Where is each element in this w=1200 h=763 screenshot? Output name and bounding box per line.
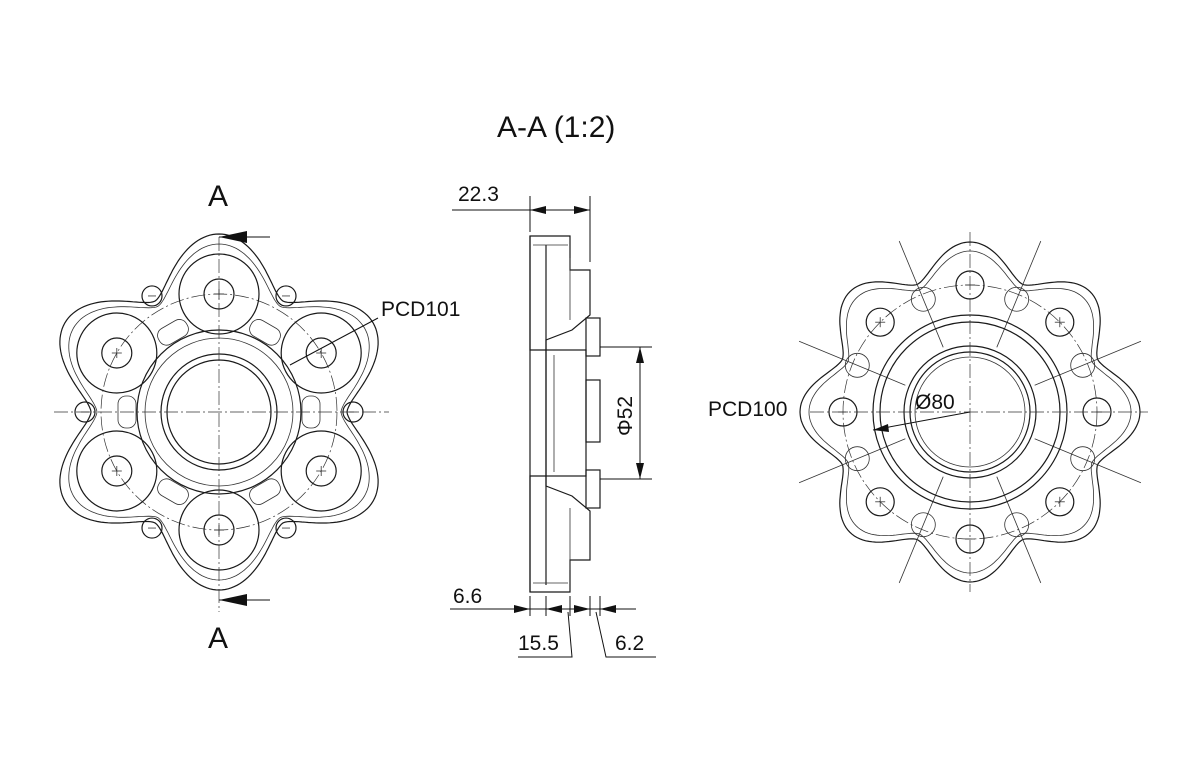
dim-phi52-label: Φ52 (614, 396, 637, 436)
ray-1 (1034, 340, 1142, 386)
section-flange-upper (529, 235, 591, 351)
rear-aux-hole-3 (1004, 512, 1030, 538)
dim-52-arrow-bottom (636, 463, 644, 479)
dim-22-arrow-left (530, 206, 546, 214)
ray-0 (996, 240, 1042, 348)
ray-4 (898, 476, 944, 584)
left-front-view (54, 233, 389, 612)
dim-52-arrow-top (636, 347, 644, 363)
dia80-arrow (873, 424, 889, 432)
dim-22-3-label: 22.3 (458, 183, 499, 206)
rear-aux-hole-7 (910, 286, 936, 312)
lobe-hole-2 (305, 455, 337, 487)
pcd101-leader (289, 317, 379, 366)
section-mark-top: A (208, 180, 228, 213)
pcd101-label: PCD101 (381, 298, 460, 321)
right-flange-outline (799, 241, 1141, 583)
ray-5 (798, 438, 906, 484)
rear-aux-hole-5 (844, 446, 870, 472)
section-boss-top (585, 317, 601, 357)
rear-aux-hole-4 (910, 512, 936, 538)
left-lobe-holes (76, 253, 362, 571)
ray-2 (1034, 438, 1142, 484)
lobe-hole-5 (101, 337, 133, 369)
ray-6 (798, 340, 906, 386)
section-title: A-A (1:2) (497, 111, 615, 144)
dim-22-arrow-right (574, 206, 590, 214)
lobe-hole-4 (101, 455, 133, 487)
dim-66-arrow-right (546, 605, 562, 613)
rear-aux-hole-0 (1004, 286, 1030, 312)
left-flange-inner-outline (68, 243, 370, 581)
rear-hole-1 (1045, 307, 1075, 337)
dim-6-6-label: 6.6 (453, 585, 482, 608)
pcd100-label: PCD100 (708, 398, 787, 421)
dim-6-2-label: 6.2 (615, 632, 644, 655)
section-arrow-bottom (219, 594, 247, 606)
dim-62-arrow-left (574, 605, 590, 613)
dim-6-2-leader (595, 611, 656, 658)
rear-aux-hole-2 (1070, 446, 1096, 472)
right-rear-view (798, 232, 1148, 592)
dia80-label: Ø80 (915, 391, 955, 414)
dim-15-5-label: 15.5 (518, 632, 559, 655)
section-view: 22.3 Φ52 6.6 15.5 6.2 (450, 183, 656, 658)
section-flange-lower (529, 475, 591, 593)
rear-hole-7 (865, 307, 895, 337)
rear-aux-hole-6 (844, 352, 870, 378)
rear-hole-3 (1045, 487, 1075, 517)
small-hole-2 (275, 517, 297, 539)
dim-62-arrow-right (600, 605, 616, 613)
dim-66-arrow-left (514, 605, 530, 613)
dim-15-5-leader (518, 611, 573, 658)
slot-2 (249, 478, 281, 505)
small-hole-3 (141, 517, 163, 539)
section-arrow-top (219, 231, 247, 243)
small-hole-5 (141, 285, 163, 307)
left-flange-outline (59, 233, 379, 591)
slot-4 (117, 395, 137, 429)
right-flange-inner-outline (808, 250, 1132, 574)
slot-5 (157, 319, 189, 346)
dia80-leader (872, 411, 971, 431)
lobe-boss-4 (76, 430, 158, 512)
slot-3 (157, 478, 189, 505)
small-hole-0 (275, 285, 297, 307)
section-boss-bottom (585, 469, 601, 509)
lobe-boss-5 (76, 312, 158, 394)
lobe-boss-1 (280, 312, 362, 394)
section-mark-bottom: A (208, 622, 228, 655)
lobe-hole-1 (305, 337, 337, 369)
rear-aux-hole-1 (1070, 352, 1096, 378)
section-hub-lip (585, 379, 601, 443)
lobe-boss-2 (280, 430, 362, 512)
ray-3 (996, 476, 1042, 584)
ray-7 (898, 240, 944, 348)
section-hub (545, 349, 587, 477)
rear-hole-5 (865, 487, 895, 517)
right-radial-lines (798, 240, 1142, 584)
slot-0 (249, 319, 281, 346)
